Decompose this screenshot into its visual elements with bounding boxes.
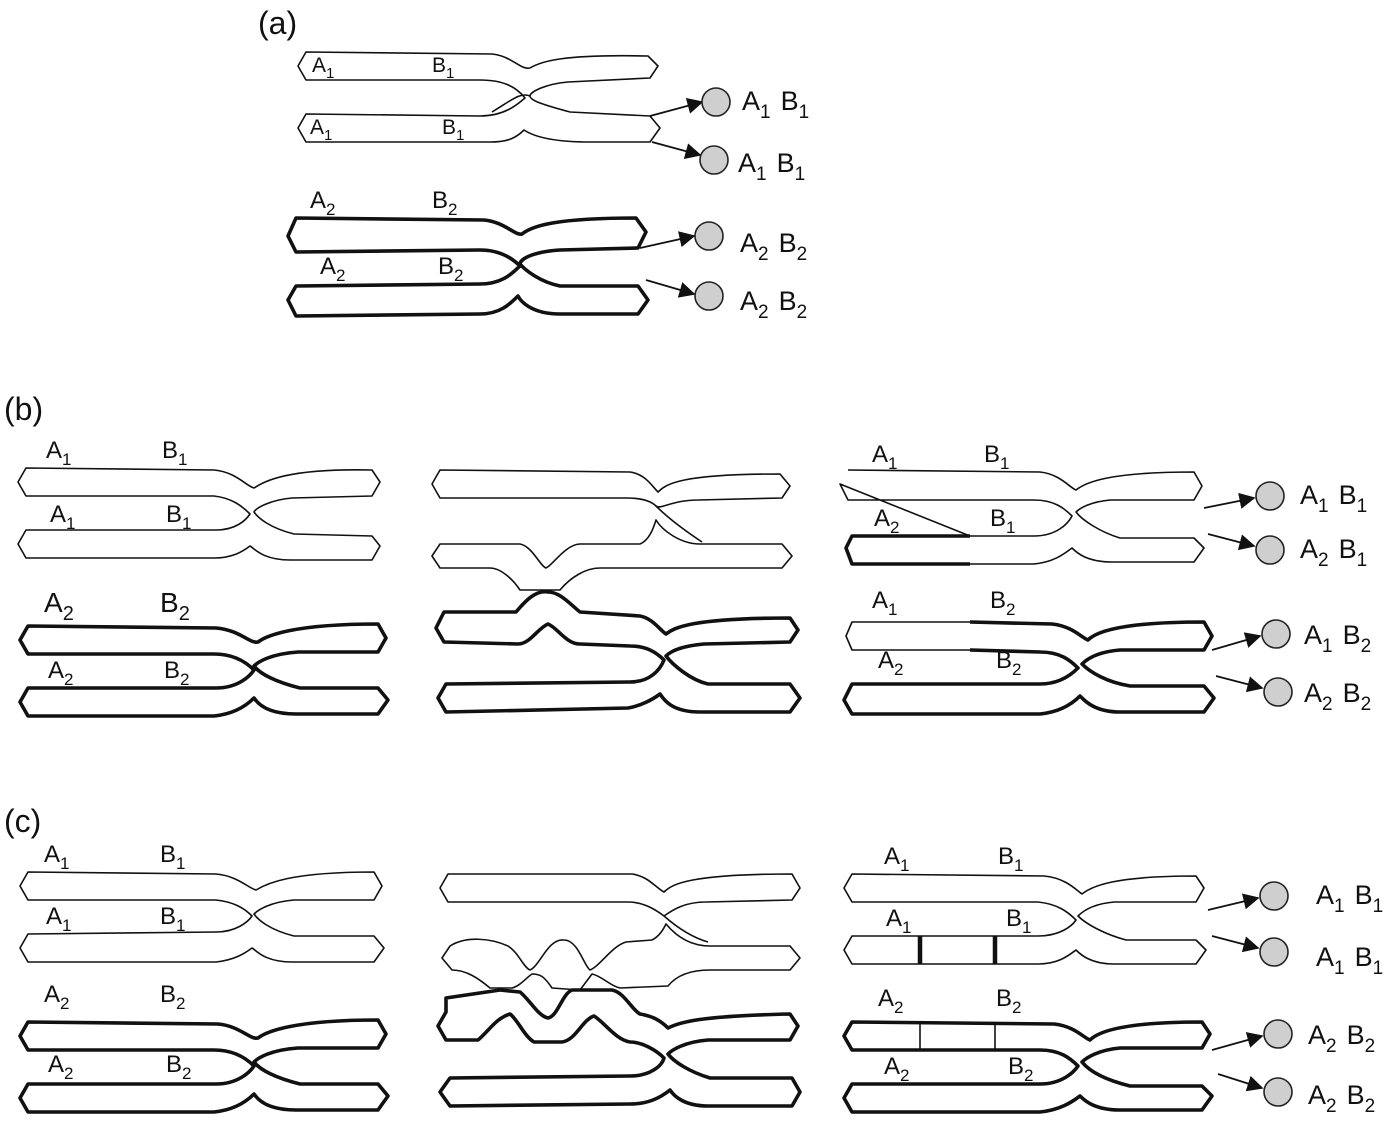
chromatid-cross [655,505,703,543]
locus-a1: A1 [46,903,71,935]
locus-b1: B1 [442,116,464,144]
panel-b [17,467,1216,718]
locus-b1: B1 [1006,905,1031,937]
locus-b1: B1 [432,54,454,82]
locus-b1: B1 [998,843,1023,875]
locus-b2: B2 [1008,1053,1033,1085]
panel-b-label: (b) [4,391,43,427]
locus-b2: B2 [432,187,457,219]
locus-b2: B2 [996,985,1021,1017]
chromosome-1-pair [19,871,385,963]
gamete [1261,619,1291,649]
chromosome-2-pair [842,620,1216,716]
locus-a1: A1 [50,501,75,533]
panel-c [18,871,1214,1114]
locus-a1: A1 [44,841,69,873]
gamete [1259,937,1289,967]
locus-a1: A1 [884,843,909,875]
locus-a2: A2 [878,985,903,1017]
locus-a1: A1 [872,587,897,619]
chromosome-1-chromatid [431,519,793,591]
locus-b1: B1 [166,501,191,533]
chromosome-1-pair [17,467,381,561]
panel-c-label: (c) [4,803,41,839]
locus-b1: B1 [984,441,1009,473]
locus-a2: A2 [48,657,73,689]
locus-a2: A2 [878,647,903,679]
locus-a1: A1 [310,116,332,144]
locus-b2: B2 [164,657,189,689]
chromosome-1-chromatid [439,873,801,917]
locus-b1: B1 [162,437,187,469]
locus-a2: A2 [48,1051,73,1083]
locus-a2: A2 [884,1053,909,1085]
locus-b2: B2 [160,981,185,1013]
chromosome-1-pair [839,469,1205,565]
chromosome-1-pair [843,873,1207,965]
locus-a1: A1 [886,905,911,937]
chromosome-2-pair [18,1018,390,1114]
locus-b2: B2 [996,647,1021,679]
gamete [1259,881,1289,911]
gamete [699,145,729,175]
locus-b1: B1 [990,505,1015,537]
exchanged-segment-a1 [845,621,970,651]
chromatid-cross [663,915,709,943]
chromosome-1-chromatid [441,923,801,991]
gamete [701,87,731,117]
panel-a-label: (a) [258,5,297,41]
gamete [694,281,724,311]
panel-a [286,51,661,318]
gamete [1255,535,1285,565]
locus-b1: B1 [160,841,185,873]
locus-b2: B2 [438,253,463,285]
locus-a2: A2 [320,253,345,285]
panel-c-locus-labels: A1 B1 A1 B1 A2 B2 A2 B2 A1 B1 A1 B1 A2 B… [44,841,1033,1085]
exchanged-segment-a2 [844,534,970,566]
locus-a2: A2 [44,587,74,625]
chromosome-2-pair [436,988,802,1108]
panel-a-locus-labels: A1 B1 A1 B1 A2 B2 A2 B2 [310,54,464,285]
locus-a1: A1 [312,54,334,82]
gamete [1263,1077,1293,1107]
chromosome-2-pair [434,589,802,714]
chromosome-2-pair [286,216,650,318]
gamete [1263,1019,1293,1049]
locus-b2: B2 [990,587,1015,619]
locus-a2: A2 [874,505,899,537]
chromosome-2-pair [18,622,390,718]
gamete [694,221,724,251]
locus-a1: A1 [46,437,71,469]
gamete [1263,677,1293,707]
gamete [1255,481,1285,511]
chromosome-1-pair [297,51,661,143]
chromosome-1-chromatid [431,469,791,508]
locus-a1: A1 [872,441,897,473]
locus-a2: A2 [310,187,335,219]
panel-b-locus-labels: A1 B1 A1 B1 A2 B2 A2 B2 A1 B1 A2 B1 A1 B… [44,437,1021,689]
chromatid-cross [491,94,531,113]
locus-b2: B2 [166,1051,191,1083]
chromosome-2-pair [842,1020,1214,1114]
locus-b1: B1 [160,903,185,935]
locus-a2: A2 [44,981,69,1013]
locus-b2: B2 [160,587,190,625]
